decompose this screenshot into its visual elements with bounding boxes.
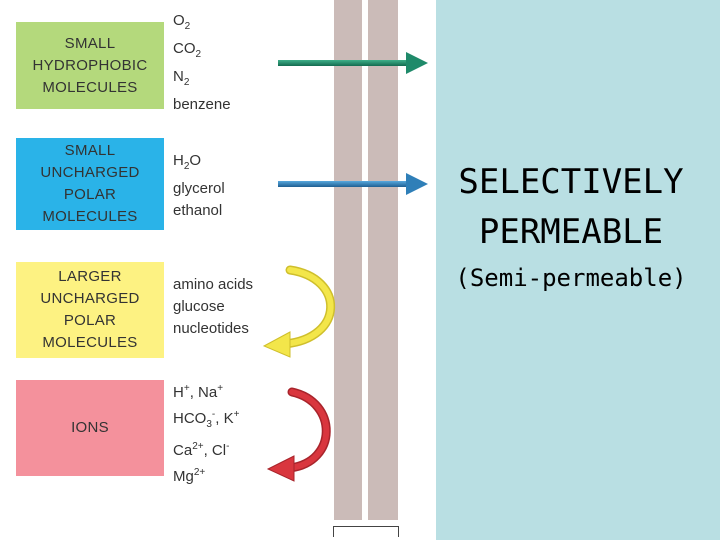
molecule-item: amino acids: [173, 276, 254, 293]
molecule-item: O2: [173, 12, 191, 32]
molecule-list-small-polar: H2O glycerol ethanol: [173, 150, 225, 222]
membrane-inner-leaflet: [368, 0, 398, 520]
cell-interior-panel: [436, 0, 720, 540]
molecule-list-ions: H+, Na+ HCO3-, K+ Ca2+, Cl- Mg2+: [173, 378, 239, 488]
molecule-item: CO2: [173, 40, 202, 60]
blocked-arrow-large-polar: [262, 265, 336, 358]
molecule-item: Mg2+: [173, 467, 206, 485]
molecule-item: glycerol: [173, 180, 225, 197]
category-label: SMALL HYDROPHOBIC MOLECULES: [32, 34, 148, 96]
category-box-larger-uncharged-polar: LARGER UNCHARGED POLAR MOLECULES: [16, 262, 164, 358]
category-box-ions: IONS: [16, 380, 164, 476]
category-label: SMALL UNCHARGED POLAR MOLECULES: [40, 142, 140, 225]
molecule-list-hydrophobic: O2 CO2 N2 benzene: [173, 10, 231, 116]
molecule-item: H2O: [173, 152, 202, 172]
membrane-outer-leaflet: [334, 0, 362, 520]
title-line-1: SELECTIVELY: [458, 162, 684, 202]
pass-arrow-hydrophobic: [278, 52, 428, 74]
molecule-item: benzene: [173, 96, 231, 113]
title-line-2: PERMEABLE: [478, 212, 664, 252]
molecule-list-large-polar: amino acids glucose nucleotides: [173, 274, 253, 340]
category-box-small-uncharged-polar: SMALL UNCHARGED POLAR MOLECULES: [16, 138, 164, 230]
molecule-item: N2: [173, 68, 190, 88]
category-label: IONS: [71, 419, 109, 436]
molecule-item: HCO3-, K+: [173, 409, 240, 430]
molecule-item: ethanol: [173, 202, 223, 219]
molecule-item: Ca2+, Cl-: [173, 441, 230, 459]
blocked-arrow-ions: [266, 387, 331, 482]
category-box-small-hydrophobic: SMALL HYDROPHOBIC MOLECULES: [16, 22, 164, 109]
molecule-item: glucose: [173, 298, 225, 315]
membrane-bracket: [333, 526, 399, 537]
subtitle: (Semi-permeable): [455, 264, 687, 292]
pass-arrow-small-polar: [278, 173, 428, 195]
molecule-item: nucleotides: [173, 320, 249, 337]
molecule-item: H+, Na+: [173, 383, 224, 401]
category-label: LARGER UNCHARGED POLAR MOLECULES: [40, 268, 140, 351]
